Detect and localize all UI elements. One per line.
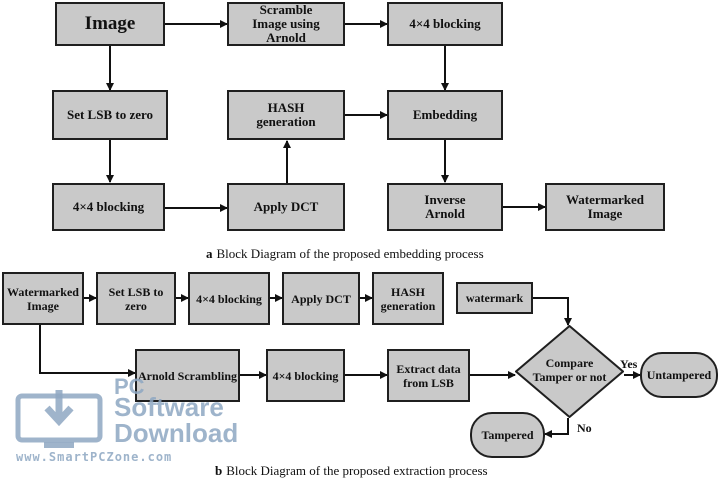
download-monitor-icon [15, 390, 103, 448]
arnold-scrambling-box: Arnold Scrambling [135, 349, 240, 402]
extraction-caption-text: Block Diagram of the proposed extraction… [226, 463, 488, 478]
watermark-logo: PC Software Download www.SmartPCZone.com [14, 374, 314, 464]
image-box: Image [55, 2, 165, 46]
watermark-box: watermark [456, 282, 533, 314]
tampered-terminal: Tampered [470, 412, 545, 458]
untampered-terminal: Untampered [640, 352, 718, 398]
extract-watermarked-image-box: Watermarked Image [2, 272, 84, 325]
embedding-caption-text: Block Diagram of the proposed embedding … [216, 246, 484, 261]
yes-label: Yes [620, 357, 638, 371]
embedding-box: Embedding [387, 90, 503, 140]
extract-blocking-box-2: 4×4 blocking [266, 349, 345, 402]
set-lsb-zero-box: Set LSB to zero [52, 90, 168, 140]
extraction-caption-letter: b [215, 463, 223, 478]
watermark-line3: Download [114, 418, 239, 448]
watermark-line1: PC [114, 374, 145, 399]
apply-dct-box: Apply DCT [227, 183, 345, 231]
no-label: No [577, 421, 592, 435]
compare-decision-diamond [515, 325, 624, 418]
compare-decision-label: Compare Tamper or not [532, 356, 607, 384]
extract-hash-generation-box: HASH generation [372, 272, 444, 325]
extract-set-lsb-box: Set LSB to zero [96, 272, 176, 325]
watermark-line2: Software [114, 392, 224, 422]
extract-apply-dct-box: Apply DCT [282, 272, 360, 325]
inverse-arnold-box: Inverse Arnold [387, 183, 503, 231]
hash-generation-box: HASH generation [227, 90, 345, 140]
scramble-arnold-box: Scramble Image using Arnold [227, 2, 345, 46]
embed-blocking-box-1: 4×4 blocking [387, 2, 503, 46]
watermark-url: www.SmartPCZone.com [16, 450, 173, 464]
extract-data-lsb-box: Extract data from LSB [387, 349, 470, 402]
watermarked-image-box: Watermarked Image [545, 183, 665, 231]
embed-blocking-box-2: 4×4 blocking [52, 183, 165, 231]
embedding-caption-letter: a [206, 246, 213, 261]
extract-blocking-box-1: 4×4 blocking [188, 272, 270, 325]
